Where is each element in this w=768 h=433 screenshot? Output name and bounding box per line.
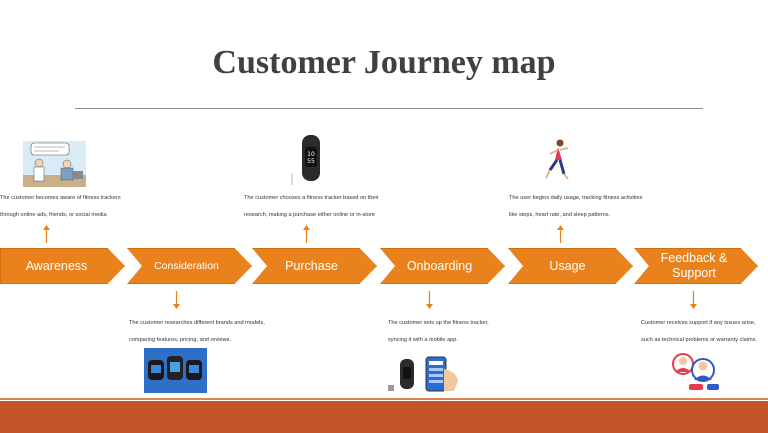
down-arrow xyxy=(173,291,180,309)
stage-onboarding: Onboarding xyxy=(380,248,505,284)
awareness-description: The customer becomes aware of fitness tr… xyxy=(0,195,121,218)
svg-text:55: 55 xyxy=(307,158,315,165)
page-title: Customer Journey map xyxy=(212,44,556,81)
stage-usage: Usage xyxy=(508,248,633,284)
up-arrow xyxy=(303,225,310,243)
down-arrow xyxy=(690,291,697,309)
up-arrow xyxy=(43,225,50,243)
cartoon-illustration-image xyxy=(23,141,86,187)
feedback-description: Customer receives support if any issues … xyxy=(641,320,757,343)
fitness-band-image: 10 55 xyxy=(291,135,320,185)
runner-image xyxy=(545,139,569,180)
footer-band xyxy=(0,401,768,433)
tracker-and-phone-image xyxy=(388,356,458,392)
up-arrow xyxy=(557,225,564,243)
usage-description: The user begins daily usage, tracking fi… xyxy=(509,195,643,218)
fitness-bands-collage-image xyxy=(144,348,207,393)
title-divider xyxy=(75,108,703,109)
stage-consideration: Consideration xyxy=(127,248,252,284)
down-arrow xyxy=(426,291,433,309)
stage-purchase: Purchase xyxy=(252,248,377,284)
onboarding-description: The customer sets up the fitness tracker… xyxy=(388,320,489,343)
purchase-description: The customer chooses a fitness tracker b… xyxy=(244,195,379,218)
customer-support-image xyxy=(672,353,719,390)
svg-text:10: 10 xyxy=(307,151,315,158)
stage-feedback-support: Feedback & Support xyxy=(634,248,758,284)
consideration-description: The customer researches different brands… xyxy=(129,320,265,343)
footer-accent-line xyxy=(0,398,768,400)
stage-awareness: Awareness xyxy=(0,248,125,284)
